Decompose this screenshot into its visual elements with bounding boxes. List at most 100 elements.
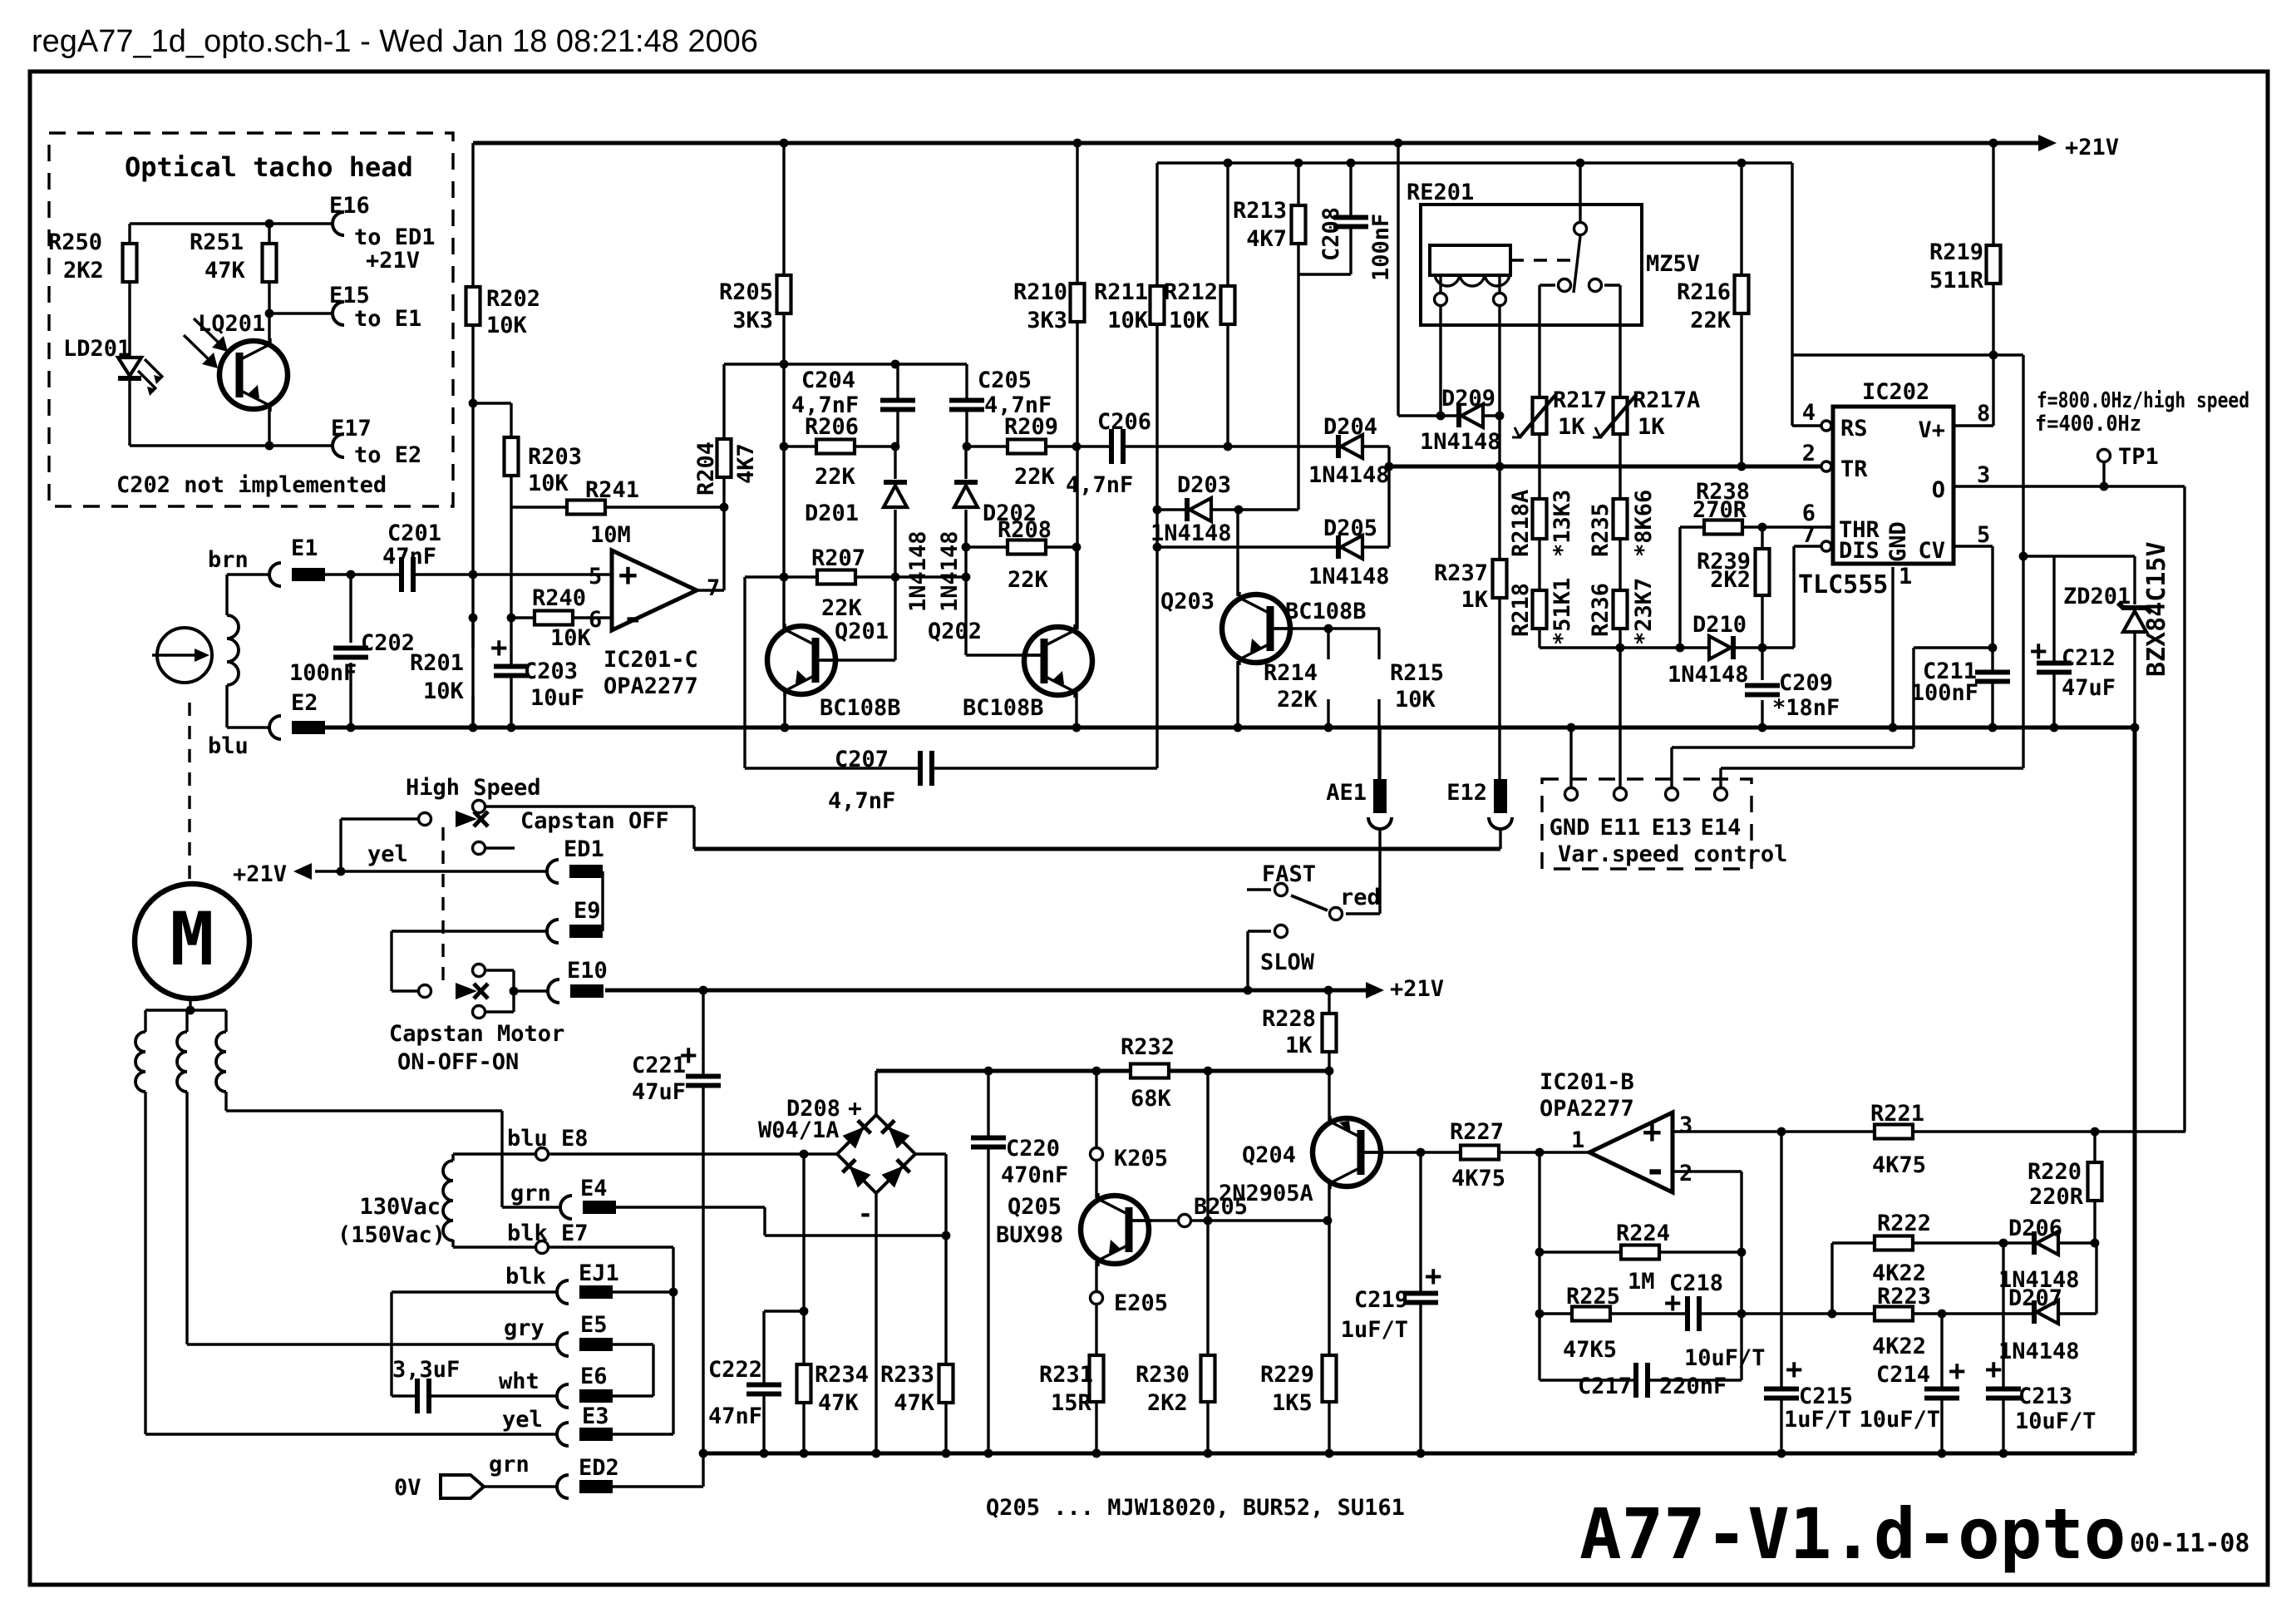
label-+: +	[1425, 1260, 1441, 1293]
label-r223: R223	[1877, 1284, 1931, 1310]
junction-dot	[264, 219, 274, 229]
label-r236: R236	[1588, 583, 1614, 637]
relay-blade	[1572, 235, 1582, 293]
junction-dot	[799, 1448, 809, 1458]
resistor	[1872, 1305, 1915, 1323]
junction-dot	[1072, 723, 1081, 733]
label-22k: 22K	[821, 595, 863, 621]
label-e15: E15	[329, 283, 370, 308]
diode	[1185, 495, 1214, 525]
label-r202: R202	[486, 286, 540, 312]
junction-dot	[983, 1066, 993, 1076]
contact-circle	[1088, 1290, 1105, 1306]
contact-circle	[1563, 786, 1579, 802]
connector-pin	[579, 1389, 613, 1403]
connector-arc	[331, 210, 345, 237]
junction-dot	[1416, 1448, 1426, 1458]
label-220nf: 220nF	[1659, 1374, 1727, 1399]
capacitor	[1986, 1386, 2021, 1401]
label-2k2: 2K2	[1147, 1390, 1188, 1416]
junction-dot	[1293, 158, 1303, 168]
label-6: 6	[589, 607, 602, 633]
label-e6: E6	[580, 1364, 608, 1389]
label-f-800.0hz-high-speed: f=800.0Hz/high speed	[2037, 388, 2249, 413]
junction-dot	[759, 1448, 769, 1458]
label-10k: 10K	[528, 471, 569, 496]
coil	[226, 614, 240, 687]
ic202-box	[1830, 404, 1956, 566]
junction-dot	[1988, 350, 1998, 360]
capacitor	[1975, 669, 2010, 684]
junction-dot	[668, 1287, 678, 1297]
junction-dot	[1988, 138, 1998, 148]
capacitor	[1403, 1290, 1438, 1305]
page-title: regA77_1d_opto.sch-1 - Wed Jan 18 08:21:…	[32, 24, 758, 59]
connector-pin	[1494, 779, 1507, 813]
label-r231: R231	[1039, 1362, 1093, 1388]
collector-lead	[239, 343, 271, 362]
resistor	[1530, 588, 1549, 631]
junction-dot	[1757, 723, 1767, 733]
contact-circle	[471, 798, 487, 815]
label-r218a: R218A	[1508, 490, 1534, 557]
resistor	[464, 284, 482, 328]
label-+: +	[1985, 1353, 2002, 1386]
label-mz5v: MZ5V	[1646, 251, 1700, 277]
label-r227: R227	[1450, 1119, 1504, 1145]
switch-arrow	[456, 811, 477, 827]
label-rs: RS	[1840, 416, 1868, 441]
label-10k: 10K	[550, 625, 592, 651]
label-ld201: LD201	[63, 336, 131, 362]
collector-lead	[1043, 629, 1076, 648]
label-to-ed1: to ED1	[354, 224, 436, 250]
label-c209: C209	[1779, 670, 1833, 696]
dashed-lines	[47, 131, 1753, 981]
contact-circle	[1432, 291, 1449, 308]
label-e4: E4	[580, 1176, 608, 1201]
label-q203: Q203	[1160, 589, 1215, 614]
label-blk-e7: blk E7	[507, 1221, 589, 1246]
resistor	[1005, 538, 1048, 556]
var-speed-label: Var.speed control	[1558, 841, 1787, 867]
label-c217: C217	[1578, 1374, 1632, 1399]
label-q204: Q204	[1242, 1142, 1296, 1168]
label-7: 7	[1802, 522, 1816, 548]
resistor	[1289, 203, 1308, 246]
junction-dot	[780, 723, 790, 733]
label-e3: E3	[582, 1403, 609, 1429]
label-1uf-t: 1uF/T	[1341, 1317, 1408, 1343]
bridge-diode-bar	[879, 1118, 896, 1135]
label-bc108b: BC108B	[1285, 599, 1367, 624]
emitter-lead	[784, 673, 816, 693]
label-47k: 47K	[894, 1390, 935, 1416]
label-0v: 0V	[394, 1475, 421, 1501]
label-100nf: 100nF	[289, 660, 357, 686]
label-r213: R213	[1233, 198, 1287, 224]
junction-dot	[1757, 522, 1767, 532]
label-1k5: 1K5	[1272, 1390, 1313, 1416]
label-capstan-off: Capstan OFF	[520, 808, 669, 834]
emitter-lead	[1239, 642, 1271, 661]
junction-dot	[1998, 1238, 2008, 1248]
label-ed2: ED2	[579, 1455, 619, 1481]
label-3: 3	[1679, 1112, 1692, 1138]
resistor	[937, 1362, 955, 1405]
resistor	[1984, 243, 2003, 286]
label-v+: V+	[1918, 417, 1945, 443]
junction-dot	[779, 572, 789, 582]
junction-dot	[779, 359, 789, 369]
emitter-lead	[239, 388, 271, 407]
label-4k7: 4K7	[733, 443, 759, 484]
trimmer-arrow	[1518, 392, 1558, 439]
label-c221: C221	[632, 1053, 686, 1078]
flag-0v	[439, 1473, 487, 1500]
junction-dot	[890, 359, 900, 369]
label-+: +	[680, 1038, 697, 1072]
switch-cross	[472, 982, 490, 1000]
label-r222: R222	[1877, 1211, 1931, 1236]
junction-dot	[1152, 505, 1162, 515]
relay-coil-box	[1428, 244, 1512, 277]
label-22k: 22K	[1690, 308, 1732, 333]
switch-arrow	[456, 983, 477, 999]
label-1m: 1M	[1628, 1269, 1655, 1295]
